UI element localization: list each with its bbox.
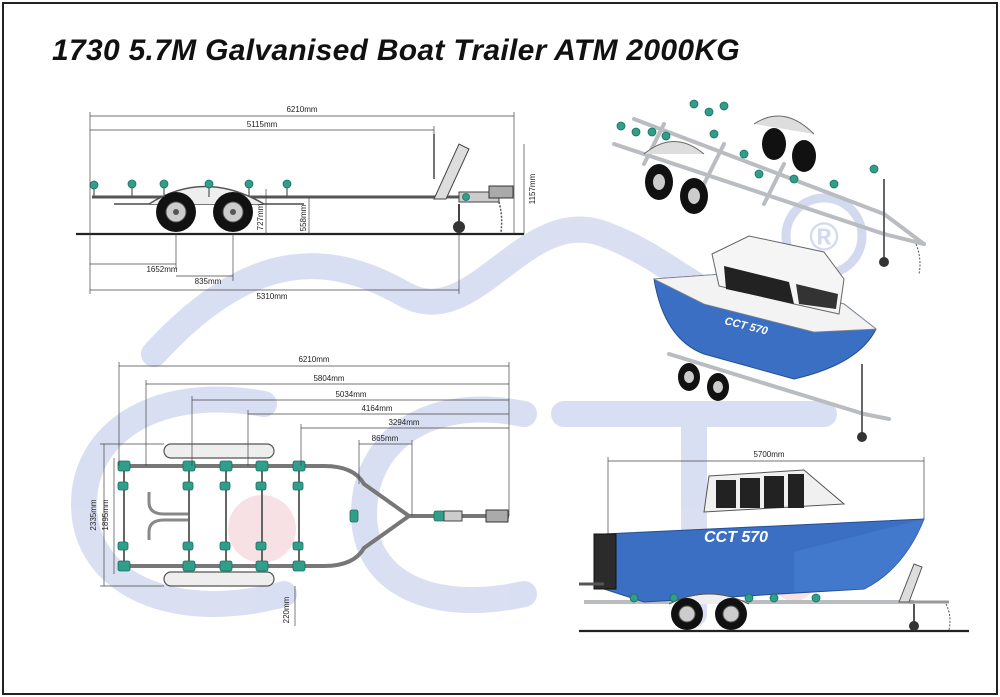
side-view: 6210mm 5115mm 1652mm 835mm 5310mm 1157mm…: [76, 105, 537, 301]
side-dim-axle-spacing: 835mm: [195, 277, 222, 286]
top-winch: [443, 510, 463, 522]
boat-trailer-winch-post: [898, 563, 923, 603]
iso-boat: CCT 570: [652, 235, 891, 442]
top-dim-l1: 5804mm: [313, 374, 344, 383]
side-dim-wheel-height: 727mm: [256, 203, 265, 230]
side-dim-frame-length: 5115mm: [247, 120, 278, 129]
side-wheel-rear: [213, 192, 253, 232]
top-dim-l2: 5034mm: [335, 390, 366, 399]
side-safety-chain: [498, 201, 503, 233]
boat-cabin-windows: [716, 474, 804, 508]
top-rail-upper: [119, 464, 411, 518]
top-bunk-upper: [147, 492, 189, 516]
boat-trailer-wheel-front: [671, 598, 703, 630]
iso-wheels: [645, 128, 816, 214]
top-hitch-head: [485, 509, 509, 523]
boat-side-view: 5700mm CCT 570: [579, 450, 969, 633]
side-dim-height: 1157mm: [528, 173, 537, 204]
iso-boat-windscreen: [796, 284, 838, 309]
boat-trailer-wheel-rear: [715, 598, 747, 630]
top-rail-lower: [119, 514, 411, 568]
boat-side-label: CCT 570: [704, 529, 768, 546]
boat-dimension-line: [607, 457, 925, 534]
boat-safety-chain: [945, 603, 951, 631]
top-rollers: [117, 460, 445, 572]
top-fender-bottom: [163, 571, 275, 587]
side-dim-coupling-length: 5310mm: [256, 292, 287, 301]
top-dim-l5: 865mm: [372, 434, 399, 443]
boat-dim-length: 5700mm: [753, 450, 784, 459]
trailer-diagram: ®: [70, 99, 969, 633]
side-winch-post: [433, 143, 470, 200]
iso-boat-wheels: [678, 363, 729, 401]
top-dim-clearance: 220mm: [282, 596, 291, 623]
iso-mudguard: [643, 141, 705, 155]
side-dim-overall-length: 6210mm: [286, 105, 317, 114]
side-dim-axle-gap: 1652mm: [146, 265, 177, 274]
boat-jockey-wheel: [909, 621, 919, 631]
top-bunk-lower: [147, 518, 189, 540]
iso-boat-jockey-wheel: [857, 432, 867, 442]
top-dimension-lines: [100, 362, 510, 626]
top-dim-outer-width: 2335mm: [89, 499, 98, 530]
boat-hull-highlight: [794, 519, 924, 592]
side-dimension-lines: [89, 112, 525, 294]
top-dim-inner-width: 1895mm: [101, 499, 110, 530]
iso-safety-chain: [915, 243, 921, 275]
iso-trailer: [612, 99, 926, 275]
side-wheel-front: [156, 192, 196, 232]
side-dim-frame-height: 558mm: [299, 204, 308, 231]
top-dim-overall-length: 6210mm: [298, 355, 329, 364]
iso-mudguard-far: [753, 115, 815, 135]
side-rollers: [89, 179, 470, 201]
top-fender-top: [163, 443, 275, 459]
side-roller-posts: [93, 188, 288, 197]
top-dim-l3: 4164mm: [361, 404, 392, 413]
side-hitch-head: [488, 185, 514, 199]
page-title: 1730 5.7M Galvanised Boat Trailer ATM 20…: [52, 34, 740, 67]
iso-jockey-wheel: [879, 257, 889, 267]
side-jockey-wheel: [453, 221, 465, 233]
iso-rollers: [616, 99, 879, 189]
top-dim-l4: 3294mm: [388, 418, 419, 427]
iso-boat-windows: [724, 266, 794, 304]
boat-outboard-motor: [593, 533, 617, 590]
top-view: 6210mm 5804mm 5034mm 4164mm 3294mm 865mm…: [89, 355, 510, 626]
watermark-letter-c1: [70, 386, 297, 617]
